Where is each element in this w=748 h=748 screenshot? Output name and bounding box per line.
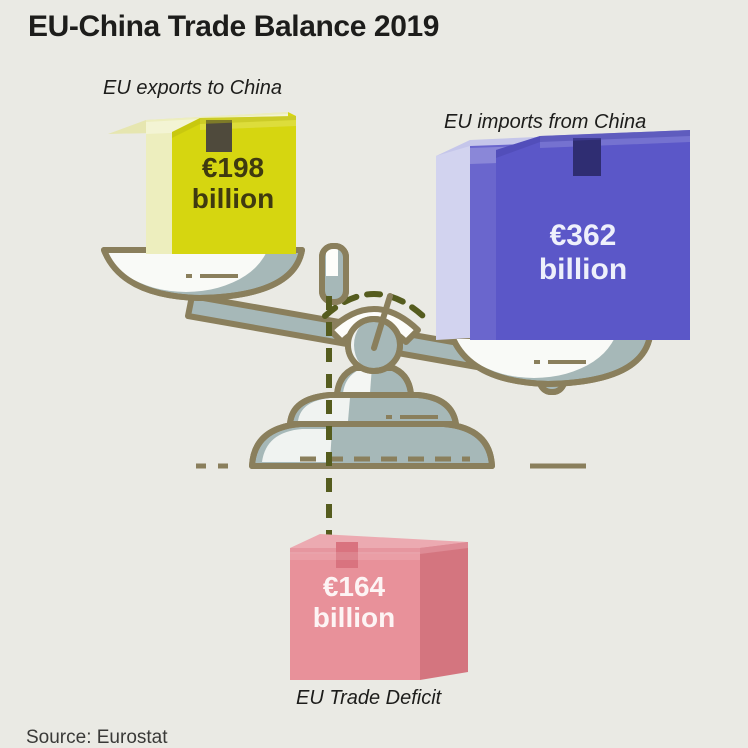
source-note: Source: Eurostat xyxy=(26,727,168,748)
caption-eu-imports: EU imports from China xyxy=(444,111,647,133)
page-title: EU-China Trade Balance 2019 xyxy=(28,10,440,43)
scale-pan-right xyxy=(449,333,653,395)
caption-eu-trade-deficit: EU Trade Deficit xyxy=(296,687,442,709)
scale-pan-left xyxy=(101,243,349,305)
scale-dial xyxy=(322,291,426,374)
scale-base xyxy=(249,317,495,469)
caption-eu-exports: EU exports to China xyxy=(103,77,282,99)
